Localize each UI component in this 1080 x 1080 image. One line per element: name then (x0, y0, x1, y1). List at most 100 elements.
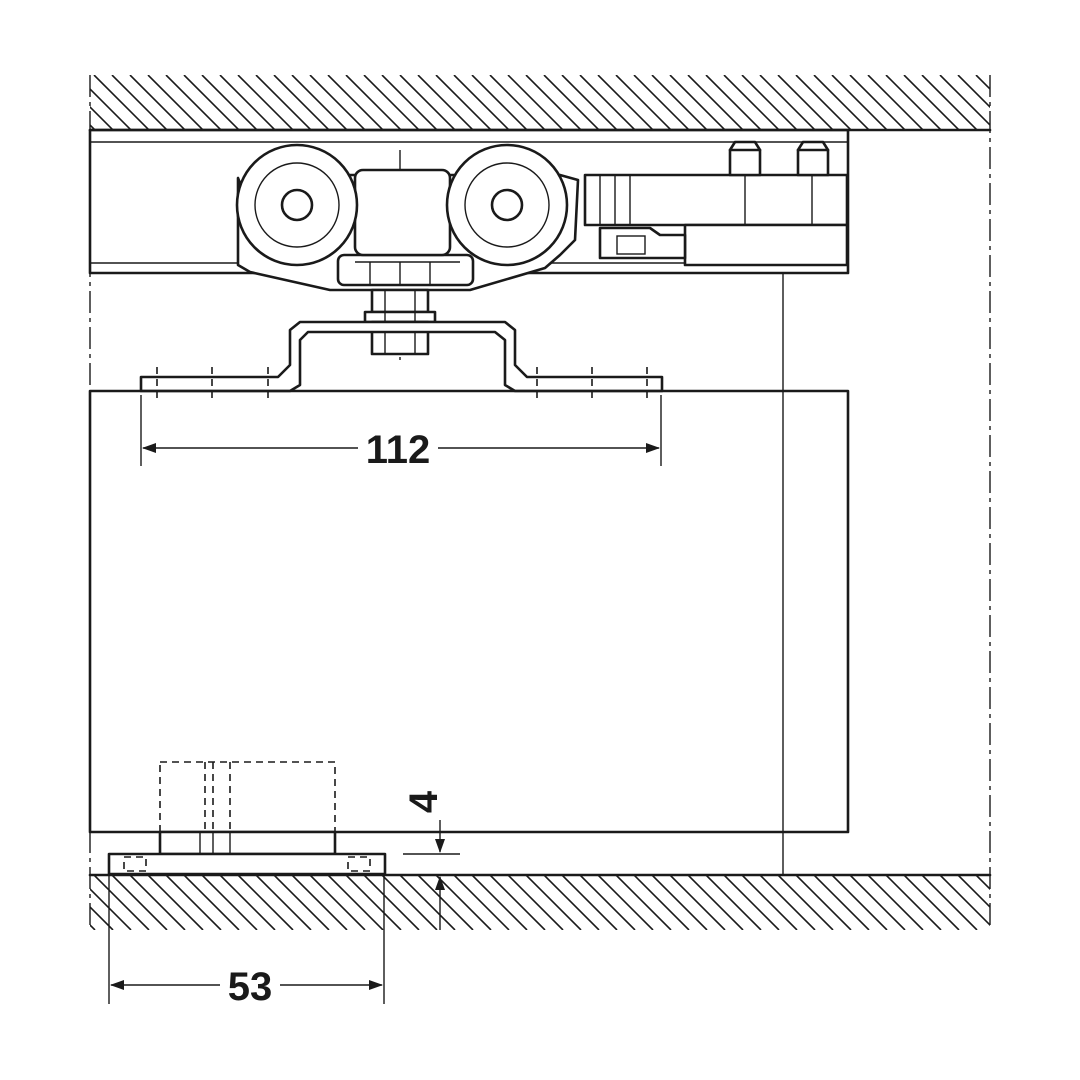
hatch-line (795, 75, 852, 130)
hatch-line (93, 875, 150, 930)
hatch-line (525, 875, 582, 930)
hatch-line (1030, 75, 1080, 130)
hatch-line (129, 75, 186, 130)
hatch-line (453, 875, 510, 930)
hatch-line (813, 875, 870, 930)
hatch-line (219, 875, 276, 930)
hatch-line (543, 875, 600, 930)
hatch-line (201, 875, 258, 930)
hatch-line (489, 875, 546, 930)
hatch-line (957, 875, 990, 909)
hatch-line (633, 875, 690, 930)
hatch-line (1048, 875, 1080, 930)
hatch-line (147, 875, 204, 930)
hatch-line (651, 75, 708, 130)
hatch-line (381, 875, 438, 930)
floor-hatch (90, 875, 1080, 930)
dimension-label-4: 4 (402, 790, 446, 813)
hatch-line (183, 875, 240, 930)
hatch-line (615, 75, 672, 130)
hatch-line (93, 75, 150, 130)
hatch-line (957, 75, 990, 109)
hatch-line (363, 75, 420, 130)
hatch-line (903, 75, 960, 130)
hatch-line (849, 75, 906, 130)
hatch-line (255, 875, 312, 930)
hatch-line (939, 875, 990, 927)
hatch-line (381, 75, 438, 130)
dimension-112: 112 (140, 395, 662, 472)
hatch-line (867, 875, 924, 930)
hatch-line (417, 75, 474, 130)
hatch-line (561, 875, 618, 930)
hatch-line (831, 875, 888, 930)
hatch-line (345, 75, 402, 130)
hatch-line (633, 75, 690, 130)
hatch-line (129, 875, 186, 930)
hatch-line (327, 875, 384, 930)
hatch-line (363, 875, 420, 930)
dimension-label-112: 112 (366, 428, 431, 472)
hatch-line (273, 875, 330, 930)
hatch-line (291, 75, 348, 130)
hatch-line (111, 875, 168, 930)
hatch-line (939, 75, 990, 127)
hatch-line (741, 875, 798, 930)
hatch-line (309, 875, 366, 930)
hatch-line (777, 875, 834, 930)
hatch-line (867, 75, 924, 130)
hatch-line (165, 875, 222, 930)
hatch-line (147, 75, 204, 130)
hatch-line (90, 923, 96, 930)
hatch-line (849, 875, 906, 930)
hatch-line (90, 905, 114, 930)
hatch-line (237, 875, 294, 930)
hatch-line (1066, 875, 1080, 930)
hatch-line (111, 75, 168, 130)
hatch-line (489, 75, 546, 130)
end-stop (583, 140, 849, 267)
hatch-line (723, 875, 780, 930)
hatch-line (507, 875, 564, 930)
dimension-4: 4 (402, 790, 460, 930)
hatch-line (975, 75, 990, 91)
hatch-line (1048, 75, 1080, 130)
hatch-line (669, 875, 726, 930)
hatch-line (273, 75, 330, 130)
hatch-line (975, 875, 990, 891)
hatch-line (345, 875, 402, 930)
hatch-line (255, 75, 312, 130)
hatch-line (561, 75, 618, 130)
hatch-line (165, 75, 222, 130)
hatch-line (183, 75, 240, 130)
hatch-line (90, 87, 132, 130)
hatch-line (759, 875, 816, 930)
hatch-line (579, 875, 636, 930)
hatch-line (237, 75, 294, 130)
hatch-line (1030, 875, 1080, 930)
hatch-line (705, 75, 762, 130)
hatch-line (471, 875, 528, 930)
hatch-line (471, 75, 528, 130)
hatch-line (525, 75, 582, 130)
hatch-line (90, 123, 96, 130)
hatch-line (994, 75, 1049, 130)
hatch-line (219, 75, 276, 130)
hatch-line (777, 75, 834, 130)
hatch-line (669, 75, 726, 130)
hatch-line (615, 875, 672, 930)
hatch-line (795, 875, 852, 930)
hatch-line (399, 75, 456, 130)
hatch-line (417, 875, 474, 930)
right-wheel (445, 143, 569, 267)
dimension-53: 53 (108, 876, 385, 1009)
hatch-line (435, 75, 492, 130)
hatch-line (921, 75, 978, 130)
hatch-line (309, 75, 366, 130)
hatch-line (994, 875, 1049, 930)
hatch-line (453, 75, 510, 130)
hatch-line (831, 75, 888, 130)
hatch-line (579, 75, 636, 130)
hatch-line (885, 875, 942, 930)
